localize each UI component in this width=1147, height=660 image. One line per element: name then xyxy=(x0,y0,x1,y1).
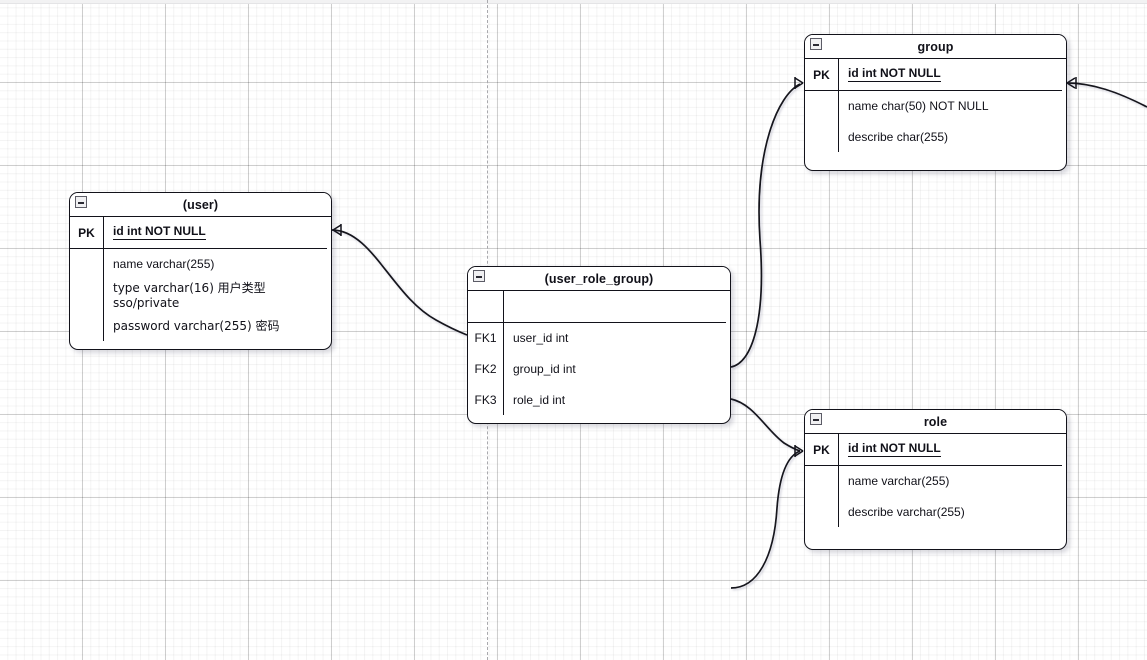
row-key-group-2 xyxy=(805,121,838,152)
entity-separator-user xyxy=(70,248,327,249)
crowsfoot-user-id xyxy=(332,224,342,236)
minus-box-icon[interactable] xyxy=(75,196,87,208)
entity-separator-role xyxy=(805,465,1062,466)
entity-row-user-2[interactable]: type varchar(16) 用户类型 sso/private xyxy=(70,279,331,310)
entity-title-group: group xyxy=(917,39,954,54)
link-dangling-to-role[interactable] xyxy=(730,450,801,589)
entity-row-group-2[interactable]: describe char(255) xyxy=(805,121,1066,152)
row-field-text-user-0: id int NOT NULL xyxy=(113,224,206,240)
row-field-user_role_group-2: group_id int xyxy=(503,353,730,384)
row-key-user_role_group-1: FK1 xyxy=(474,330,497,345)
crowsfoot-group-id xyxy=(794,77,804,89)
entity-header-user[interactable]: (user) xyxy=(70,193,331,217)
row-field-text-user_role_group-1: user_id int xyxy=(513,330,569,345)
row-key-group-0: PK xyxy=(813,67,830,82)
row-field-role-2: describe varchar(255) xyxy=(838,496,1066,527)
row-key-user-2 xyxy=(70,279,103,310)
crowsfoot-role-id xyxy=(794,445,804,457)
minus-box-icon[interactable] xyxy=(810,413,822,425)
entity-row-user-3[interactable]: password varchar(255) 密码 xyxy=(70,310,331,341)
row-field-text-group-1: name char(50) NOT NULL xyxy=(848,98,989,113)
entity-title-user: (user) xyxy=(182,197,219,212)
row-field-group-0: id int NOT NULL xyxy=(838,59,1066,90)
entity-body-user: PK id int NOT NULL name varchar(255) type v… xyxy=(70,217,331,341)
row-key-user_role_group-2: FK2 xyxy=(474,361,497,376)
row-field-user-1: name varchar(255) xyxy=(103,248,331,279)
row-field-text-user-3: password varchar(255) 密码 xyxy=(113,319,280,333)
row-field-text-user_role_group-3: role_id int xyxy=(513,392,566,407)
entity-row-user_role_group-1[interactable]: FK1 user_id int xyxy=(468,322,730,353)
entity-separator-user_role_group xyxy=(468,322,726,323)
entity-row-group-1[interactable]: name char(50) NOT NULL xyxy=(805,90,1066,121)
row-field-user_role_group-1: user_id int xyxy=(503,322,730,353)
entity-separator-group xyxy=(805,90,1062,91)
entity-header-group[interactable]: group xyxy=(805,35,1066,59)
row-field-user-2: type varchar(16) 用户类型 sso/private xyxy=(103,279,331,310)
row-field-text-user-1: name varchar(255) xyxy=(113,256,215,271)
row-key-user_role_group-0 xyxy=(468,291,503,322)
entity-title-user_role_group: (user_role_group) xyxy=(544,271,654,286)
row-key-user-1 xyxy=(70,248,103,279)
row-key-user_role_group-3: FK3 xyxy=(474,392,497,407)
canvas-top-edge xyxy=(0,0,1147,4)
row-field-role-0: id int NOT NULL xyxy=(838,434,1066,465)
row-field-text-user-2: type varchar(16) 用户类型 sso/private xyxy=(113,281,266,310)
row-key-role-2 xyxy=(805,496,838,527)
link-user-to-user_role_group[interactable] xyxy=(331,229,468,336)
row-key-role-1 xyxy=(805,465,838,496)
row-key-user-3 xyxy=(70,310,103,341)
entity-body-role: PK id int NOT NULL name varchar(255) descri… xyxy=(805,434,1066,527)
entity-user[interactable]: (user) PK id int NOT NULL name varchar(255)… xyxy=(69,192,332,350)
row-field-text-group-0: id int NOT NULL xyxy=(848,66,941,82)
row-field-user_role_group-0 xyxy=(503,291,730,322)
row-field-text-role-2: describe varchar(255) xyxy=(848,504,965,519)
row-field-text-group-2: describe char(255) xyxy=(848,129,949,144)
entity-title-role: role xyxy=(923,414,948,429)
entity-row-role-1[interactable]: name varchar(255) xyxy=(805,465,1066,496)
entity-row-user-0[interactable]: PK id int NOT NULL xyxy=(70,217,331,248)
link-user_role_group-to-group[interactable] xyxy=(730,83,801,368)
minus-box-icon[interactable] xyxy=(810,38,822,50)
crowsfoot-group-right xyxy=(1066,77,1077,89)
entity-row-user-1[interactable]: name varchar(255) xyxy=(70,248,331,279)
row-key-role-0: PK xyxy=(813,442,830,457)
entity-header-user_role_group[interactable]: (user_role_group) xyxy=(468,267,730,291)
entity-row-role-2[interactable]: describe varchar(255) xyxy=(805,496,1066,527)
link-user_role_group-to-role[interactable] xyxy=(730,398,801,452)
row-field-user-0: id int NOT NULL xyxy=(103,217,331,248)
entity-row-group-0[interactable]: PK id int NOT NULL xyxy=(805,59,1066,90)
row-field-user_role_group-3: role_id int xyxy=(503,384,730,415)
row-field-text-role-0: id int NOT NULL xyxy=(848,441,941,457)
row-key-user-0: PK xyxy=(78,225,95,240)
row-field-text-user_role_group-2: group_id int xyxy=(513,361,576,376)
minus-box-icon[interactable] xyxy=(473,270,485,282)
entity-row-role-0[interactable]: PK id int NOT NULL xyxy=(805,434,1066,465)
link-group-to-offscreen[interactable] xyxy=(1066,82,1147,108)
entity-row-user_role_group-2[interactable]: FK2 group_id int xyxy=(468,353,730,384)
entity-body-group: PK id int NOT NULL name char(50) NOT NULL d… xyxy=(805,59,1066,152)
row-key-group-1 xyxy=(805,90,838,121)
entity-row-user_role_group-0[interactable] xyxy=(468,291,730,322)
entity-row-user_role_group-3[interactable]: FK3 role_id int xyxy=(468,384,730,415)
row-field-user-3: password varchar(255) 密码 xyxy=(103,310,331,341)
entity-header-role[interactable]: role xyxy=(805,410,1066,434)
row-field-group-2: describe char(255) xyxy=(838,121,1066,152)
row-field-group-1: name char(50) NOT NULL xyxy=(838,90,1066,121)
row-field-role-1: name varchar(255) xyxy=(838,465,1066,496)
row-field-text-role-1: name varchar(255) xyxy=(848,473,950,488)
